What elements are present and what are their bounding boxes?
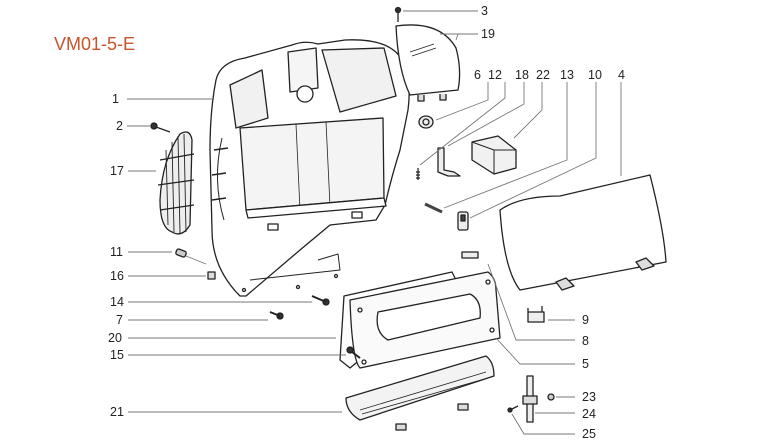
- part-3-screw: [394, 6, 402, 22]
- part-5-frame: [349, 271, 501, 369]
- part-12-spring: [416, 168, 420, 180]
- part-10-latch: [457, 211, 469, 231]
- callout-11: 11: [110, 245, 123, 259]
- callout-17: 17: [110, 164, 124, 178]
- callout-23: 23: [582, 390, 596, 404]
- callout-19: 19: [481, 27, 495, 41]
- part-11-plug: [175, 248, 187, 258]
- callout-18: 18: [515, 68, 529, 82]
- part-7-screw: [269, 311, 284, 320]
- callout-16: 16: [110, 269, 124, 283]
- callout-22: 22: [536, 68, 550, 82]
- part-1-inner-panel: [209, 39, 410, 297]
- part-25-screw: [507, 405, 519, 413]
- part-22-box: [471, 135, 517, 175]
- part-13-spring: [424, 202, 443, 214]
- part-2-screw: [150, 122, 171, 133]
- callout-10: 10: [588, 68, 602, 82]
- callout-4: 4: [618, 68, 625, 82]
- part-6-ring-nut: [418, 115, 434, 129]
- part-4-door: [499, 174, 667, 291]
- callout-6: 6: [474, 68, 481, 82]
- callout-3: 3: [481, 4, 488, 18]
- callout-13: 13: [560, 68, 574, 82]
- callout-14: 14: [110, 295, 124, 309]
- part-21-trim: [345, 355, 495, 431]
- part-19-cover: [395, 24, 461, 102]
- part-14-screw: [311, 295, 330, 306]
- callout-21: 21: [110, 405, 124, 419]
- callout-1: 1: [112, 92, 119, 106]
- part-18-lever: [437, 147, 461, 177]
- part-16-nut-clip: [207, 271, 216, 280]
- callout-15: 15: [110, 348, 124, 362]
- part-24-hinge: [522, 375, 538, 423]
- diagram-title: VM01-5-E: [54, 34, 136, 54]
- leader-lines: [127, 10, 622, 435]
- callout-9: 9: [582, 313, 589, 327]
- part-23-nut: [547, 393, 555, 401]
- callout-5: 5: [582, 357, 589, 371]
- part-8-clip: [461, 251, 479, 259]
- callout-25: 25: [582, 427, 596, 441]
- callout-7: 7: [116, 313, 123, 327]
- part-9-clip: [527, 306, 545, 323]
- callout-2: 2: [116, 119, 123, 133]
- callout-24: 24: [582, 407, 596, 421]
- callout-12: 12: [488, 68, 502, 82]
- part-17-grille: [157, 131, 195, 235]
- part-15-screw: [346, 346, 361, 359]
- callout-20: 20: [108, 331, 122, 345]
- callout-8: 8: [582, 334, 589, 348]
